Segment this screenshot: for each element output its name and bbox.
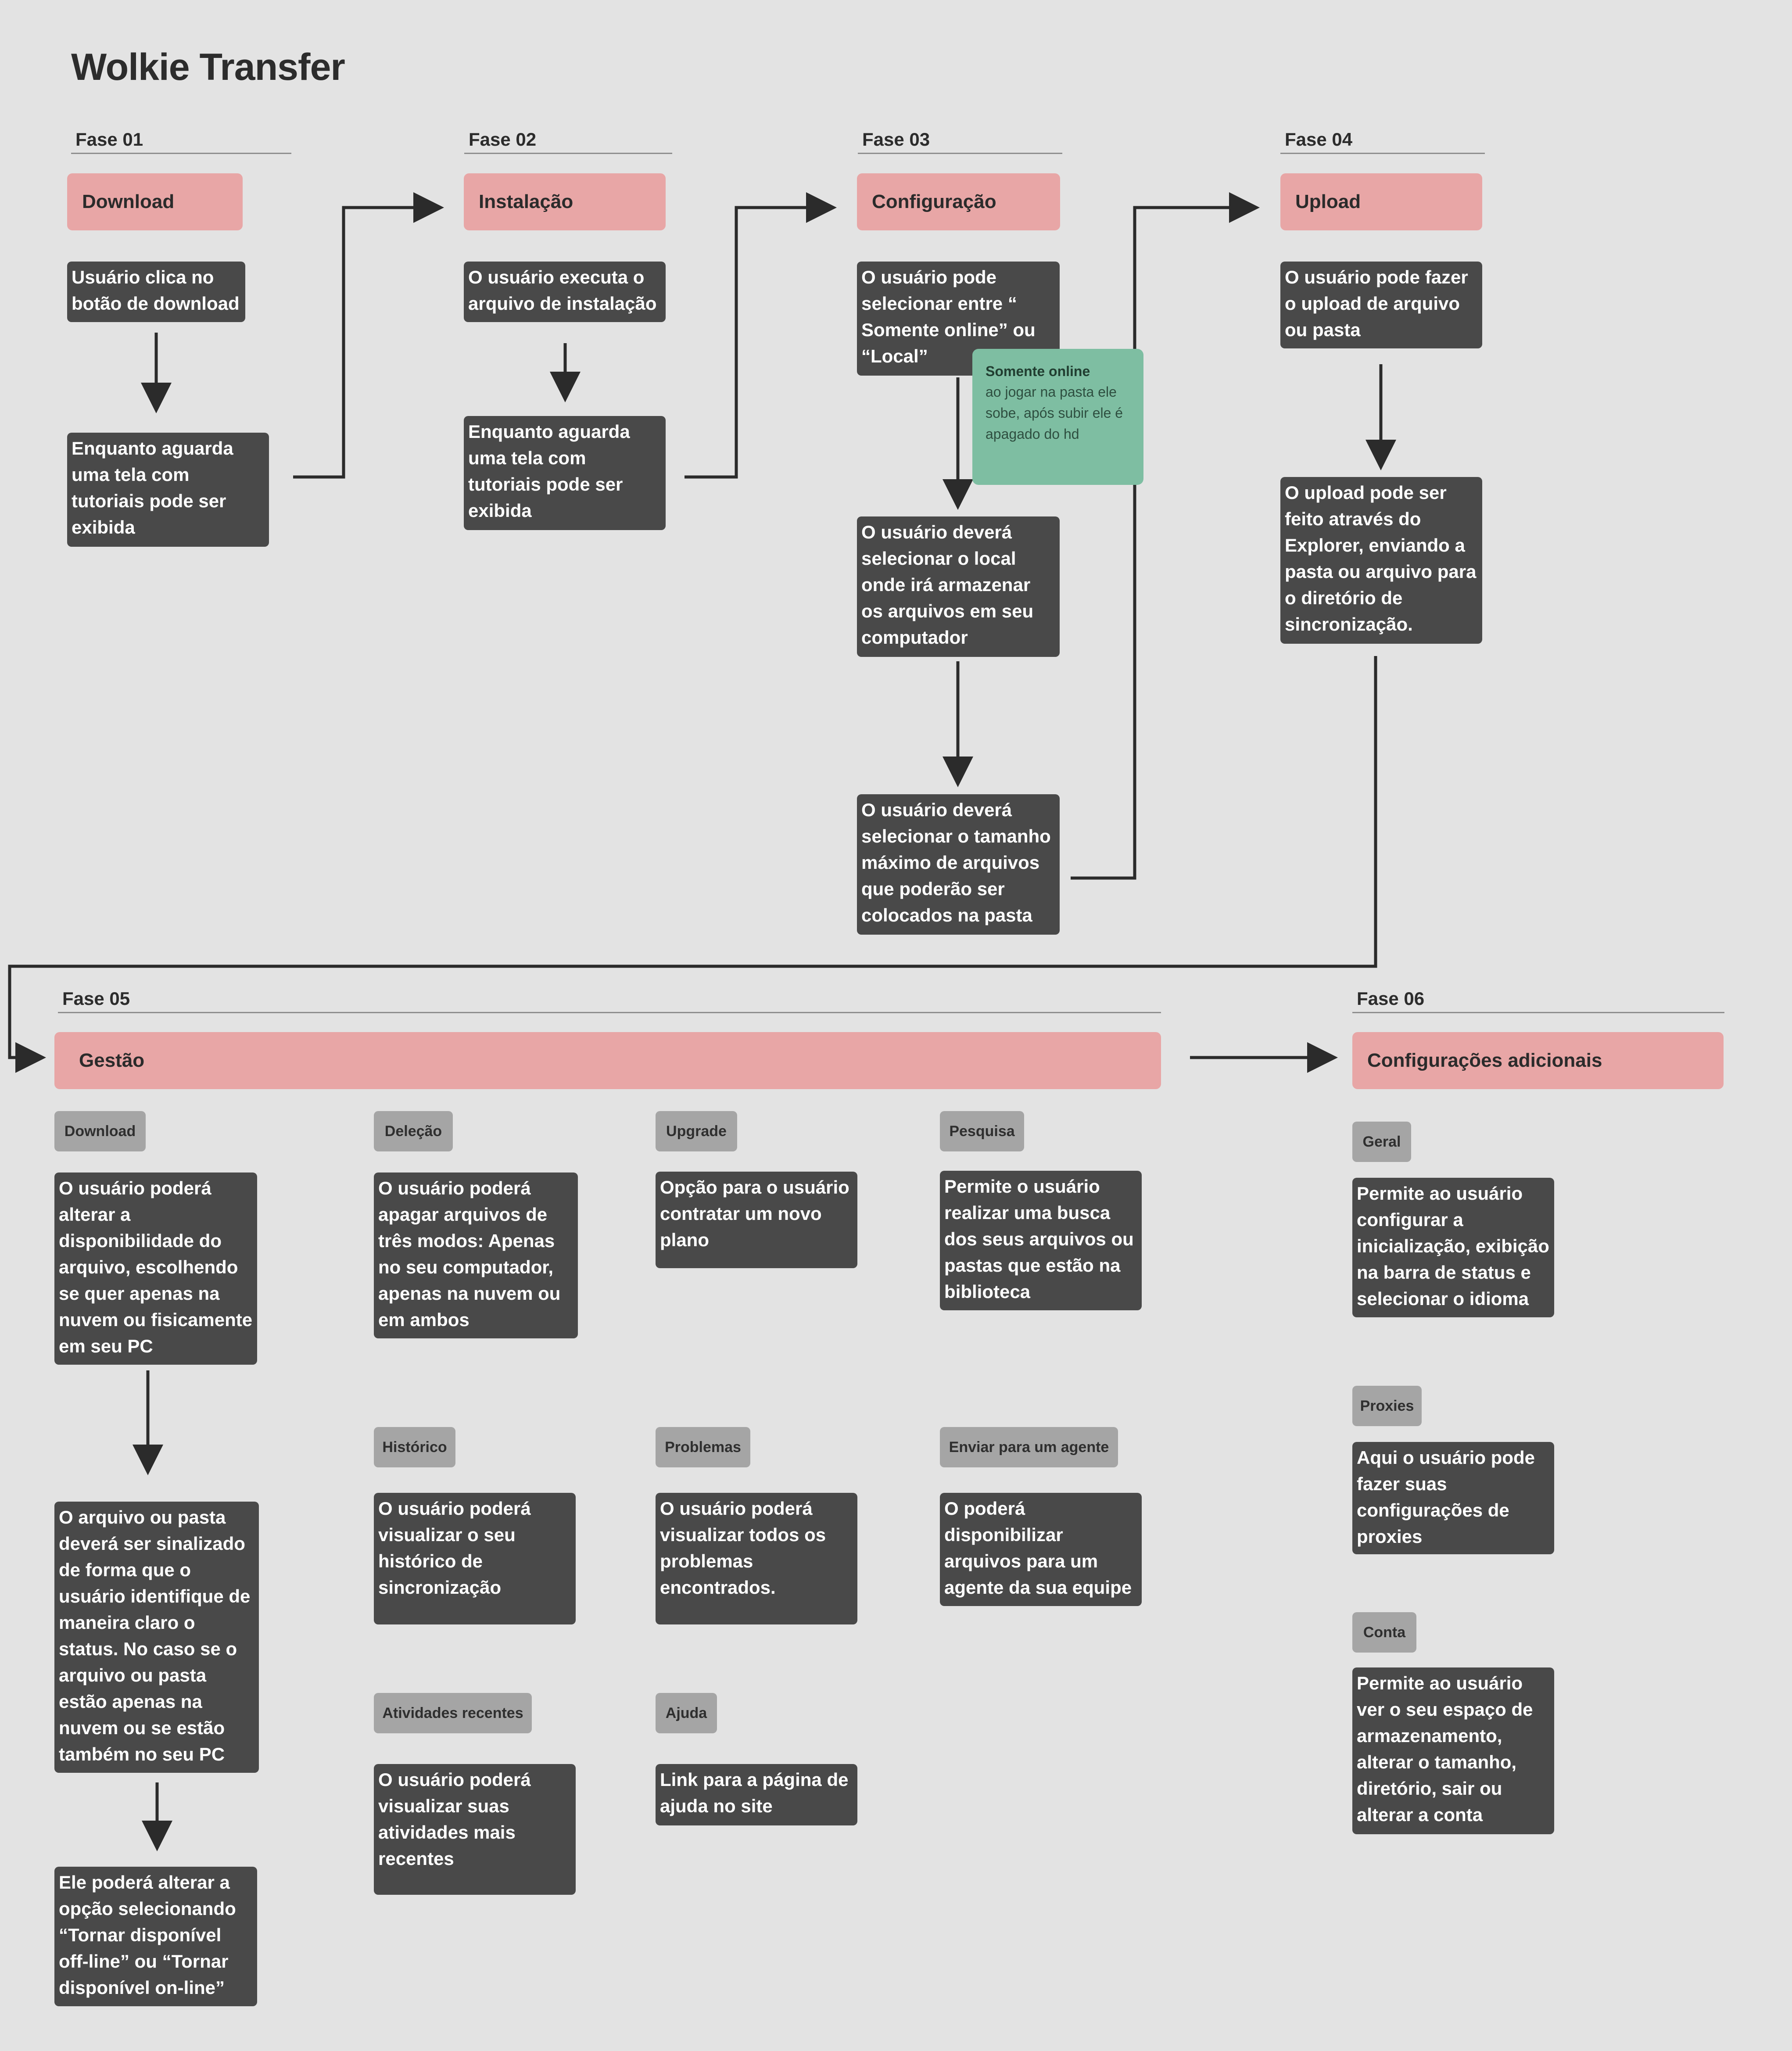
card-p6-conta: Permite ao usuário ver o seu espaço de a…: [1352, 1667, 1554, 1834]
card-p3-size: O usuário deverá selecionar o tamanho má…: [857, 794, 1060, 935]
card-p2-wait: Enquanto aguarda uma tela com tutoriais …: [464, 416, 666, 530]
tag-upgrade: Upgrade: [656, 1111, 737, 1151]
phase-label-04: Fase 04: [1280, 129, 1485, 154]
phase-head-configuracao: Configuração: [857, 173, 1060, 230]
phase-label-02: Fase 02: [464, 129, 672, 154]
tag-problemas: Problemas: [656, 1427, 750, 1467]
page-title: Wolkie Transfer: [71, 46, 345, 88]
card-p3-location: O usuário deverá selecionar o local onde…: [857, 516, 1060, 657]
card-p5-delecao: O usuário poderá apagar arquivos de três…: [374, 1173, 578, 1338]
card-p1-wait: Enquanto aguarda uma tela com tutoriais …: [67, 433, 269, 547]
arrow-p1-to-p2: [293, 192, 444, 479]
tag-download: Download: [54, 1111, 146, 1151]
card-p4-upload: O usuário pode fazer o upload de arquivo…: [1280, 262, 1482, 348]
card-p4-explorer: O upload pode ser feito através do Explo…: [1280, 477, 1482, 644]
phase-label-03: Fase 03: [858, 129, 1062, 154]
phase-label-01: Fase 01: [71, 129, 291, 154]
note-text: ao jogar na pasta ele sobe, após subir e…: [986, 384, 1123, 442]
tag-conta: Conta: [1352, 1612, 1416, 1653]
card-p5-historico: O usuário poderá visualizar o seu histór…: [374, 1493, 576, 1624]
tag-delecao: Deleção: [374, 1111, 453, 1151]
tag-pesquisa: Pesquisa: [940, 1111, 1024, 1151]
note-somente-online: Somente online ao jogar na pasta ele sob…: [972, 349, 1143, 485]
phase-head-instalacao: Instalação: [464, 173, 666, 230]
arrow-p2-to-p3: [685, 192, 837, 479]
card-p5-agente: O poderá disponibilizar arquivos para um…: [940, 1493, 1142, 1606]
tag-ajuda: Ajuda: [656, 1693, 717, 1733]
card-p5-download-2: O arquivo ou pasta deverá ser sinalizado…: [54, 1502, 259, 1773]
tag-geral: Geral: [1352, 1122, 1411, 1162]
phase-label-06: Fase 06: [1352, 988, 1724, 1013]
phase-head-download: Download: [67, 173, 243, 230]
phase-head-gestao: Gestão: [54, 1032, 1161, 1089]
card-p1-click: Usuário clica no botão de download: [67, 262, 245, 322]
card-p5-download-3: Ele poderá alterar a opção selecionando …: [54, 1867, 257, 2006]
phase-head-configuracoes-adicionais: Configurações adicionais: [1352, 1032, 1724, 1089]
card-p5-pesquisa: Permite o usuário realizar uma busca dos…: [940, 1171, 1142, 1310]
card-p5-download-1: O usuário poderá alterar a disponibilida…: [54, 1173, 257, 1365]
tag-proxies: Proxies: [1352, 1386, 1422, 1426]
tag-historico: Histórico: [374, 1427, 455, 1467]
tag-atividades-recentes: Atividades recentes: [374, 1693, 532, 1733]
card-p5-ajuda: Link para a página de ajuda no site: [656, 1764, 857, 1825]
card-p6-proxies: Aqui o usuário pode fazer suas configura…: [1352, 1442, 1554, 1554]
phase-label-05: Fase 05: [58, 988, 1161, 1013]
note-title: Somente online: [986, 363, 1090, 379]
tag-enviar-para-um-agente: Enviar para um agente: [940, 1427, 1118, 1467]
card-p6-geral: Permite ao usuário configurar a iniciali…: [1352, 1178, 1554, 1317]
card-p5-upgrade: Opção para o usuário contratar um novo p…: [656, 1172, 857, 1268]
phase-head-upload: Upload: [1280, 173, 1482, 230]
card-p5-atividades: O usuário poderá visualizar suas ativida…: [374, 1764, 576, 1895]
arrow-p3-to-p4: [1071, 192, 1260, 880]
card-p2-exec: O usuário executa o arquivo de instalaçã…: [464, 262, 666, 322]
card-p5-problemas: O usuário poderá visualizar todos os pro…: [656, 1493, 857, 1624]
